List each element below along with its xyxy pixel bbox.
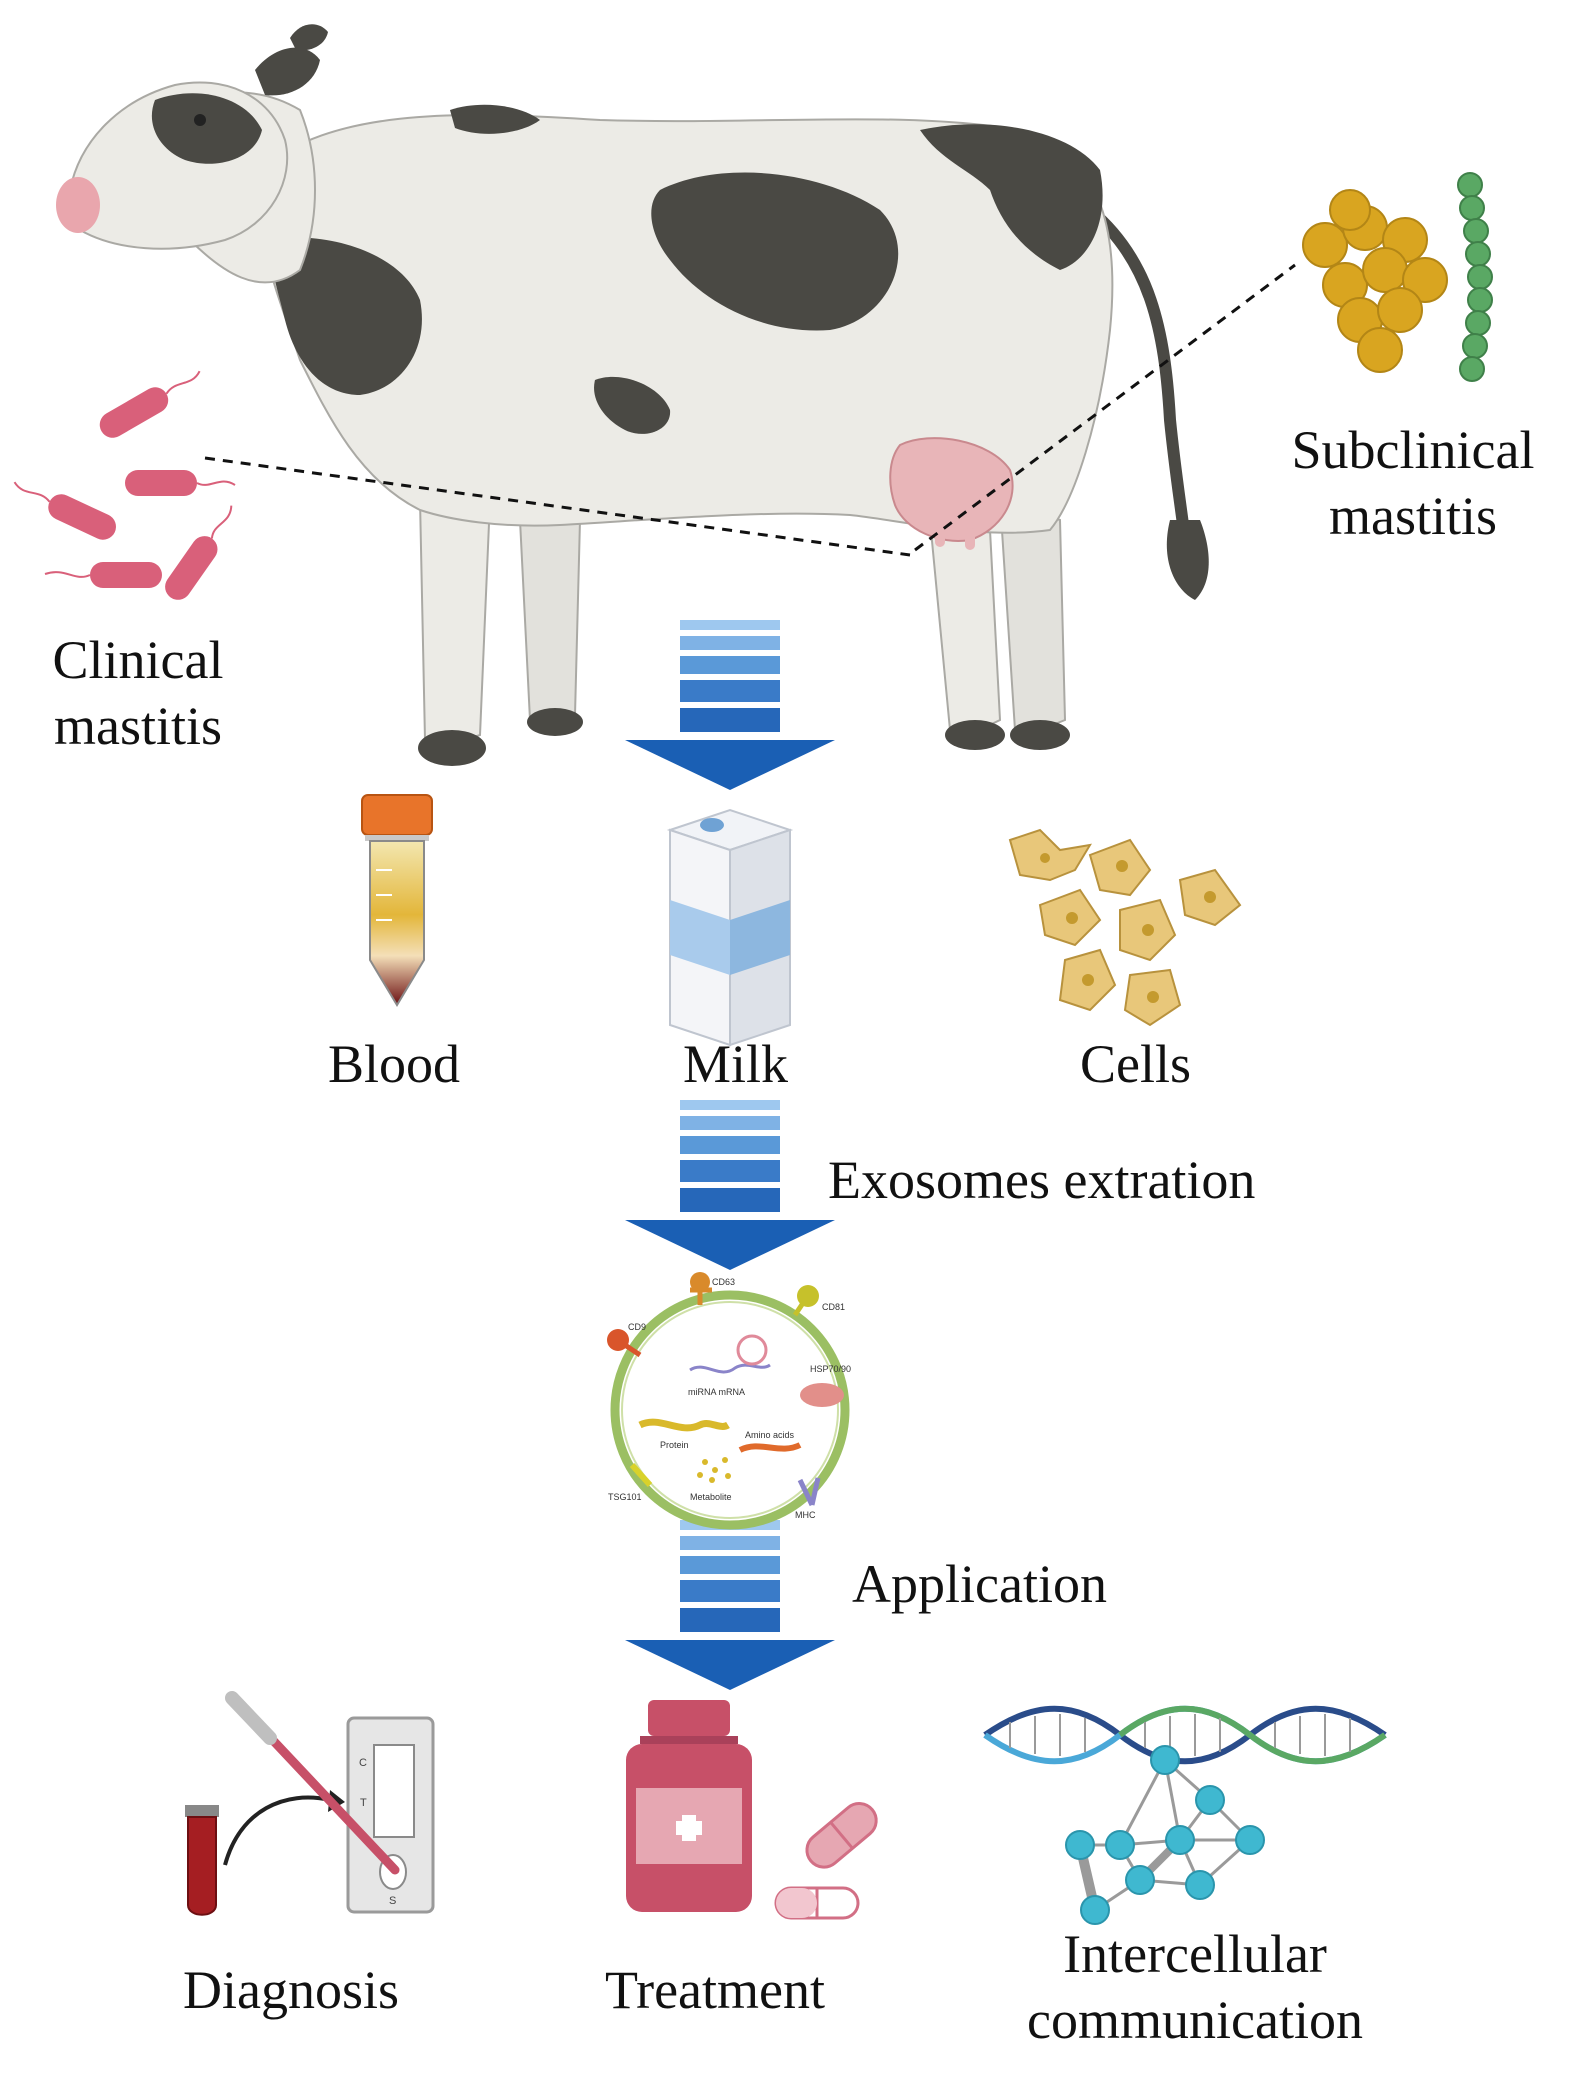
exosome-label-cd63: CD63 xyxy=(712,1277,735,1287)
cow-spot xyxy=(920,124,1103,270)
cow-spot xyxy=(269,237,422,395)
exosome-label-protein: Protein xyxy=(660,1440,689,1450)
exosome-label-hsp70: HSP70/90 xyxy=(810,1364,851,1374)
cow-ear xyxy=(255,47,320,96)
down-arrow-2 xyxy=(625,1100,835,1270)
cow-ear xyxy=(290,24,328,51)
cow-hind-leg-right xyxy=(998,498,1067,731)
exosome-label-cd81: CD81 xyxy=(822,1302,845,1312)
medicine-bottle-icon xyxy=(626,1700,752,1912)
cow-hoof xyxy=(418,730,486,766)
cow-hoof xyxy=(1010,720,1070,750)
staphylococcus-cluster-icon xyxy=(1302,189,1448,373)
cow-front-leg-front xyxy=(418,499,492,747)
label-intercellular-communication: Intercellular communication xyxy=(1015,1922,1375,2054)
test-strip-t: T xyxy=(360,1797,367,1809)
label-milk: Milk xyxy=(683,1034,789,1094)
streptococcus-chain-icon xyxy=(1457,172,1493,382)
rod-bacteria-icon xyxy=(13,370,236,600)
blood-tube-icon xyxy=(361,794,433,1007)
label-application: Application xyxy=(852,1554,1107,1614)
cow-spot xyxy=(594,376,671,434)
cow-hind-leg-left xyxy=(928,518,1002,734)
exosome-label-tsg101: TSG101 xyxy=(608,1492,642,1502)
cow-head-patch xyxy=(151,93,262,164)
cow-teat xyxy=(935,525,945,547)
exosome-label-rna: miRNA mRNA xyxy=(688,1387,745,1397)
cell-network-icon xyxy=(1065,1745,1265,1925)
pill-capsule-icon xyxy=(774,1802,878,1920)
cow-spot xyxy=(450,104,540,134)
subclinical-dashed-line xyxy=(914,263,1296,552)
cow-tail-tip xyxy=(1166,520,1209,600)
cells-icon xyxy=(1008,828,1242,1027)
cow-illustration xyxy=(56,24,1209,766)
test-strip-c: C xyxy=(359,1757,367,1769)
cow-front-leg-back xyxy=(518,519,582,724)
label-treatment: Treatment xyxy=(605,1960,825,2020)
cow-tail xyxy=(1084,204,1191,546)
cow-hoof xyxy=(527,708,583,736)
exosome-label-metabolite: Metabolite xyxy=(690,1492,732,1502)
milk-carton-icon xyxy=(666,808,794,1047)
cow-nose xyxy=(56,177,100,233)
down-arrow-3 xyxy=(625,1520,835,1690)
exosome-label-mhc: MHC xyxy=(795,1510,816,1520)
exosome-membrane xyxy=(610,1290,850,1530)
down-arrow-1 xyxy=(625,620,835,790)
cow-body xyxy=(257,114,1114,534)
label-subclinical-mastitis-text: Subclinical mastitis xyxy=(1291,420,1535,546)
label-exosomes-extraction: Exosomes extration xyxy=(828,1150,1256,1210)
exosome-icon: CD63 CD81 CD9 HSP70/90 miRNA mRNA Protei… xyxy=(607,1272,851,1530)
cow-eye xyxy=(194,114,206,126)
exosome-label-cd9: CD9 xyxy=(628,1322,646,1332)
label-blood: Blood xyxy=(328,1034,461,1094)
label-subclinical-mastitis: Subclinical mastitis xyxy=(1268,418,1558,550)
label-cells: Cells xyxy=(1080,1034,1192,1094)
label-diagnosis: Diagnosis xyxy=(183,1960,399,2020)
cow-hoof xyxy=(945,720,1005,750)
test-strip-s: S xyxy=(389,1895,396,1907)
label-clinical-mastitis-text: Clinical mastitis xyxy=(52,630,224,756)
label-intercellular-communication-text: Intercellular communication xyxy=(1027,1924,1363,2050)
cow-teat xyxy=(965,528,975,550)
cow-spot xyxy=(651,172,899,331)
exosome-label-amino: Amino acids xyxy=(745,1430,795,1440)
diagnosis-test-icon: C T S xyxy=(185,1691,435,1916)
dna-helix-icon xyxy=(983,1705,1387,1765)
label-clinical-mastitis: Clinical mastitis xyxy=(28,628,248,760)
